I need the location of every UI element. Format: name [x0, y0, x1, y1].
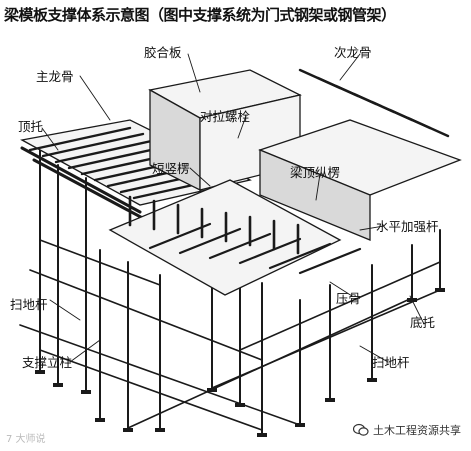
base-plate — [367, 378, 377, 382]
label-sweep-bar-right: 扫地杆 — [372, 355, 410, 370]
secondary-joist — [54, 138, 158, 164]
leader-line — [49, 299, 81, 321]
watermark-left: 7 大师说 — [6, 434, 46, 445]
leader-line — [339, 53, 361, 81]
label-beam-top-longitudinal: 梁顶纵楞 — [290, 165, 341, 180]
label-horizontal-brace: 水平加强杆 — [376, 219, 439, 234]
leader-line — [315, 173, 321, 201]
base-plate — [53, 383, 63, 387]
diagram-title: 梁模板支撑体系示意图（图中支撑系统为门式钢架或钢管架） — [4, 6, 396, 24]
leader-line — [359, 345, 389, 363]
beam-bottom-joist — [148, 222, 212, 250]
base-plate — [257, 433, 267, 437]
label-vertical-post: 支撑立柱 — [22, 355, 73, 370]
label-top-support: 顶托 — [18, 119, 44, 134]
sweep-bar — [127, 297, 413, 429]
leader-line — [409, 295, 425, 325]
formwork-layer — [20, 68, 462, 296]
base-plate — [235, 403, 245, 407]
label-secondary-joist: 次龙骨 — [334, 45, 372, 60]
leader-lines — [41, 53, 425, 363]
label-tie-bolt: 对拉螺栓 — [200, 109, 251, 124]
base-plate — [35, 370, 45, 374]
secondary-joist — [406, 116, 450, 138]
label-pressure-bar: 压骨 — [336, 291, 362, 306]
beam-bottom-joist — [238, 237, 302, 265]
leader-line — [69, 339, 101, 363]
label-sweep-bar-left: 扫地杆 — [10, 297, 48, 312]
base-plate — [123, 428, 133, 432]
base-plate — [95, 418, 105, 422]
secondary-joist — [28, 126, 132, 152]
horizontal-bar — [39, 239, 161, 286]
beam-bottom-joist — [298, 247, 362, 275]
watermark-right-text: 土木工程资源共享 — [373, 424, 461, 437]
leader-line — [189, 167, 211, 187]
wechat-icon — [352, 423, 369, 437]
horizontal-bar — [29, 269, 263, 361]
label-base-support: 底托 — [410, 315, 436, 330]
label-plywood: 胶合板 — [144, 45, 182, 60]
leader-line — [359, 225, 385, 231]
leader-line — [237, 115, 247, 139]
main-joist — [20, 146, 142, 214]
sweep-bar — [19, 324, 301, 426]
label-main-joist: 主龙骨 — [36, 69, 74, 84]
beam-bottom-joist — [208, 232, 272, 260]
leader-line — [41, 127, 59, 151]
base-plate — [325, 398, 335, 402]
watermark-right: 土木工程资源共享 — [349, 420, 465, 440]
leader-line — [187, 53, 201, 93]
leader-line — [79, 75, 111, 121]
base-plate — [155, 428, 165, 432]
secondary-joist — [41, 132, 145, 158]
label-short-stud: 短竖楞 — [152, 161, 190, 176]
beam-bottom-joist — [178, 227, 242, 255]
scaffold-layer — [19, 149, 445, 437]
base-plate — [81, 390, 91, 394]
beam-bottom-joist — [268, 242, 332, 270]
horizontal-bar — [239, 261, 441, 351]
right-slab-side — [259, 149, 371, 241]
leader-line — [329, 281, 353, 297]
sweep-bar — [39, 349, 263, 431]
